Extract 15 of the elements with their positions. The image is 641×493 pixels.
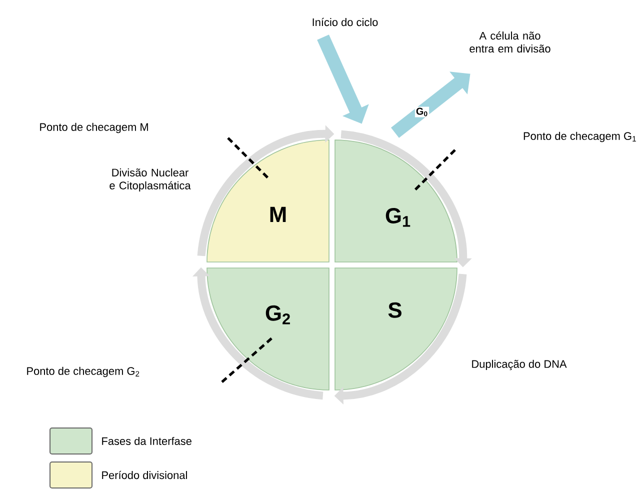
legend-text: Fases da Interfase: [102, 436, 192, 445]
arrow: [390, 72, 470, 138]
phase-description: Duplicação do DNA: [472, 360, 567, 370]
phase-quadrant: S: [334, 268, 458, 390]
phase-quadrant: G$_{1}$: [334, 140, 458, 262]
checkpoint-label: Ponto de checagem G$_{1}$: [524, 132, 636, 142]
checkpoint-label: Ponto de checagem G$_{2}$: [27, 366, 140, 378]
checkpoint-label: Ponto de checagem M: [40, 122, 148, 134]
legend-text: Período divisional: [102, 470, 187, 480]
text-label: Início do ciclo: [312, 18, 378, 26]
phase-description: Divisão Nuclear e Citoplasmática: [110, 168, 191, 192]
edge-label: G$_{0}$: [414, 106, 430, 118]
text-label: A célula não entra em divisão: [470, 31, 550, 53]
phase-quadrant: G$_{2}$: [206, 268, 330, 390]
phase-quadrant: M: [206, 140, 330, 262]
